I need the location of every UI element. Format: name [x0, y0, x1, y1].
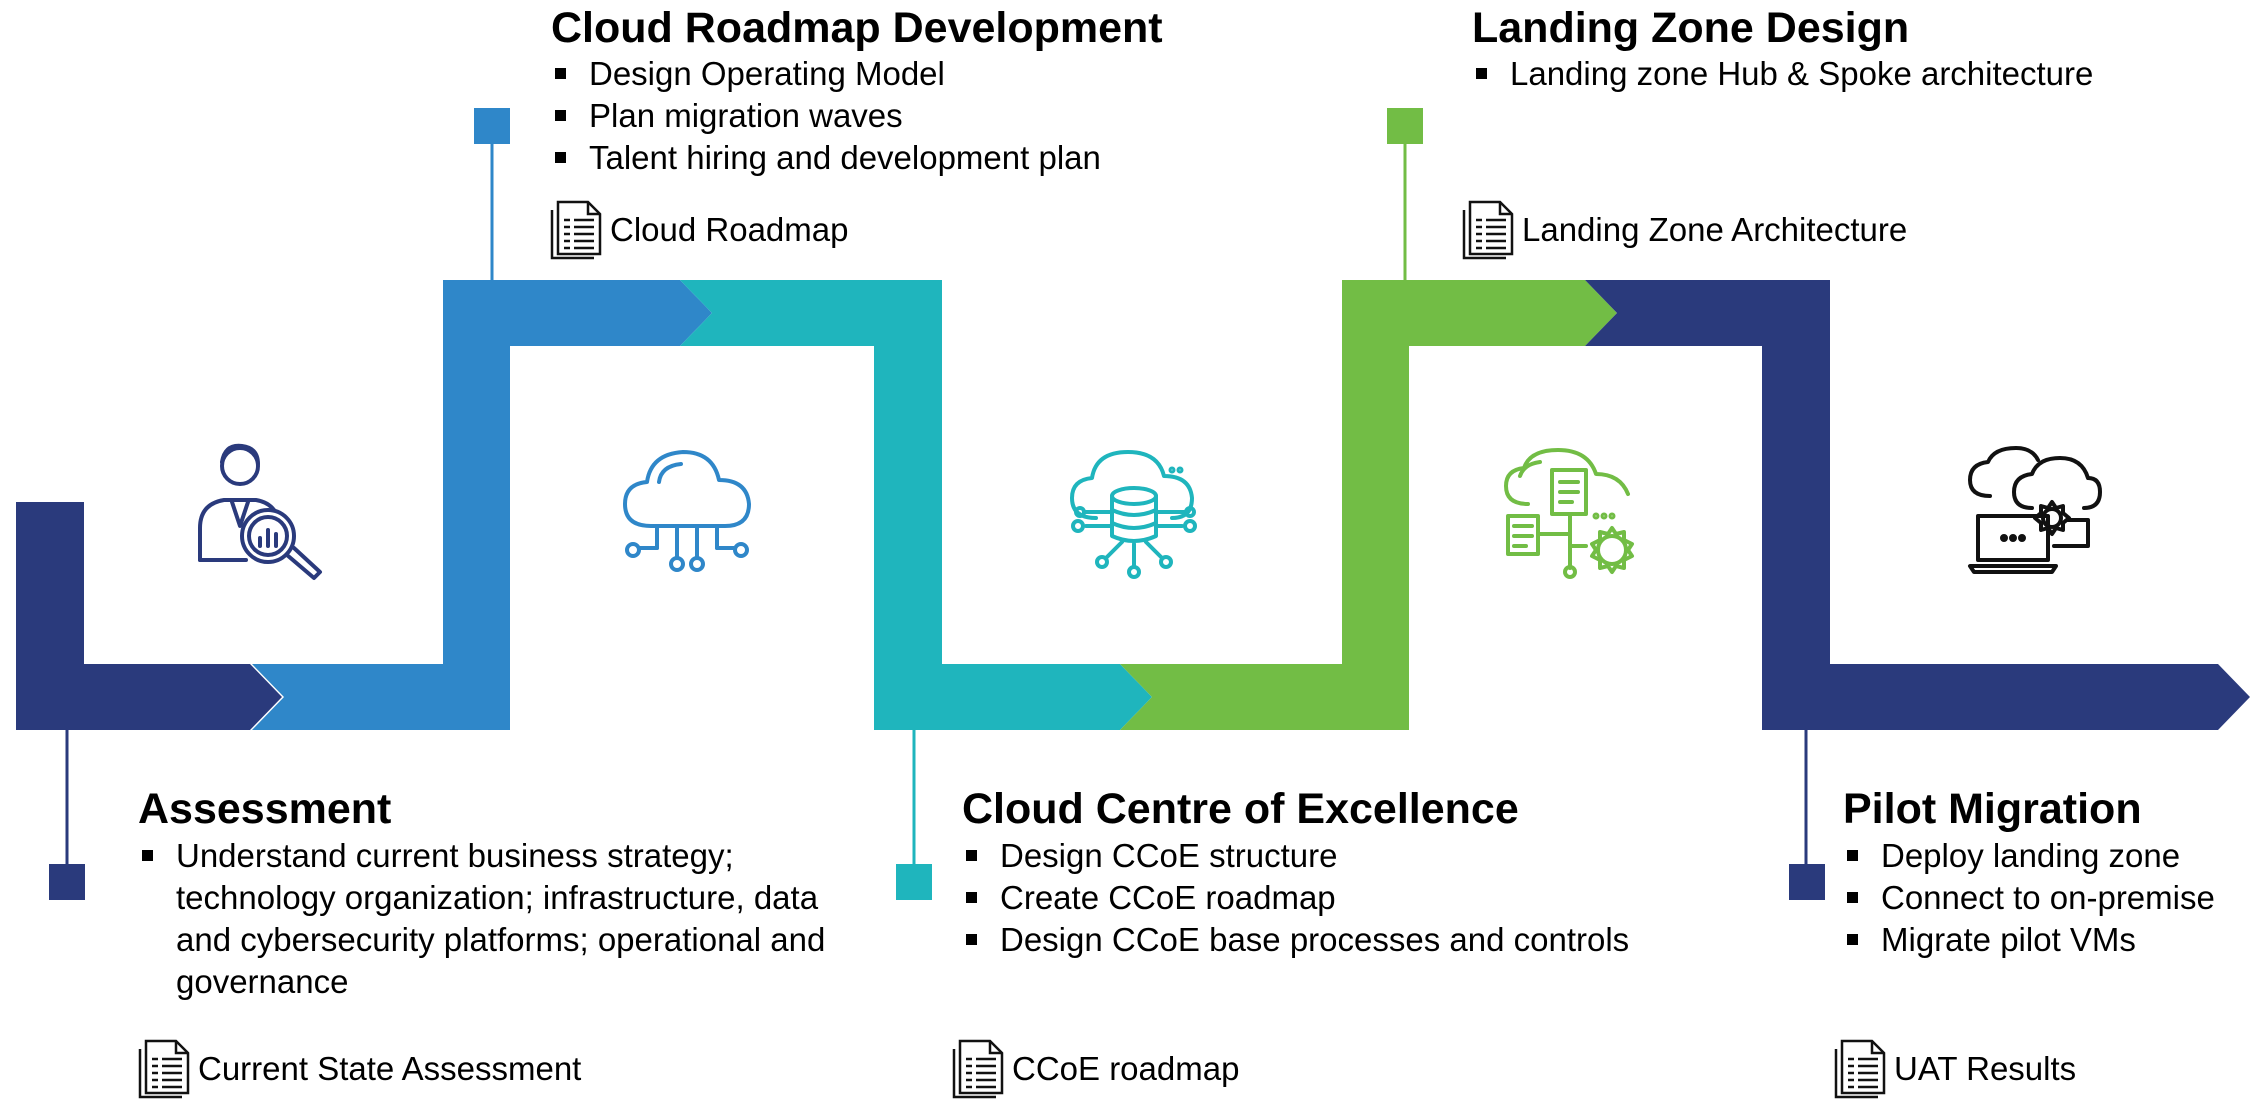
deliverable-label: UAT Results	[1894, 1050, 2077, 1087]
flow-segment-roadmap	[252, 280, 712, 730]
connector-landing-zone	[1387, 108, 1423, 280]
connector-assessment	[49, 730, 85, 900]
document-icon	[1462, 200, 1514, 260]
stage-bullets-landing-zone: Landing zone Hub & Spoke architecture	[1472, 53, 2232, 95]
deliverable-label: Current State Assessment	[198, 1050, 582, 1087]
flow-segment-assessment	[16, 502, 282, 730]
cloud-laptop-gear-icon	[1968, 446, 2102, 574]
deliverable-ccoe: CCoE roadmap	[950, 1037, 1239, 1101]
document-icon	[1834, 1039, 1886, 1099]
deliverable-roadmap: Cloud Roadmap	[548, 198, 848, 262]
deliverable-label: Cloud Roadmap	[610, 211, 849, 248]
bullet-item: Design Operating Model	[551, 53, 1251, 95]
bullet-item: Create CCoE roadmap	[962, 877, 1722, 919]
connector-pilot	[1789, 730, 1825, 900]
bullet-item: Talent hiring and development plan	[551, 137, 1251, 179]
bullet-item: Understand current business strategy; te…	[138, 835, 878, 1003]
cloud-database-icon	[1070, 450, 1197, 579]
bullet-item: Connect to on-premise	[1843, 877, 2248, 919]
deliverable-label: CCoE roadmap	[1012, 1050, 1240, 1087]
bullet-item: Plan migration waves	[551, 95, 1251, 137]
stage-title-ccoe: Cloud Centre of Excellence	[962, 785, 1519, 833]
connector-roadmap	[474, 108, 510, 280]
cloud-network-icon	[623, 450, 751, 572]
flow-segment-landing-zone	[1120, 280, 1617, 730]
bullet-item: Design CCoE structure	[962, 835, 1722, 877]
deliverable-label: Landing Zone Architecture	[1522, 211, 1908, 248]
stage-title-pilot: Pilot Migration	[1843, 785, 2142, 833]
flow-segment-ccoe	[680, 280, 1152, 730]
document-icon	[550, 200, 602, 260]
stage-bullets-ccoe: Design CCoE structure Create CCoE roadma…	[962, 835, 1722, 961]
bullet-item: Landing zone Hub & Spoke architecture	[1472, 53, 2232, 95]
document-icon	[138, 1039, 190, 1099]
stage-title-roadmap: Cloud Roadmap Development	[551, 4, 1163, 52]
stage-bullets-assessment: Understand current business strategy; te…	[138, 835, 878, 1003]
deliverable-pilot: UAT Results	[1832, 1037, 2076, 1101]
stage-bullets-roadmap: Design Operating Model Plan migration wa…	[551, 53, 1251, 179]
deliverable-landing-zone: Landing Zone Architecture	[1460, 198, 1907, 262]
stage-bullets-pilot: Deploy landing zone Connect to on-premis…	[1843, 835, 2248, 961]
stage-title-landing-zone: Landing Zone Design	[1472, 4, 1910, 52]
document-icon	[952, 1039, 1004, 1099]
bullet-item: Design CCoE base processes and controls	[962, 919, 1722, 961]
bullet-item: Migrate pilot VMs	[1843, 919, 2248, 961]
person-analytics-icon	[198, 443, 322, 580]
flow-segment-pilot	[1585, 280, 2250, 730]
deliverable-assessment: Current State Assessment	[136, 1037, 581, 1101]
connector-ccoe	[896, 730, 932, 900]
bullet-item: Deploy landing zone	[1843, 835, 2248, 877]
cloud-document-gear-icon	[1504, 448, 1634, 579]
stage-title-assessment: Assessment	[138, 785, 392, 833]
